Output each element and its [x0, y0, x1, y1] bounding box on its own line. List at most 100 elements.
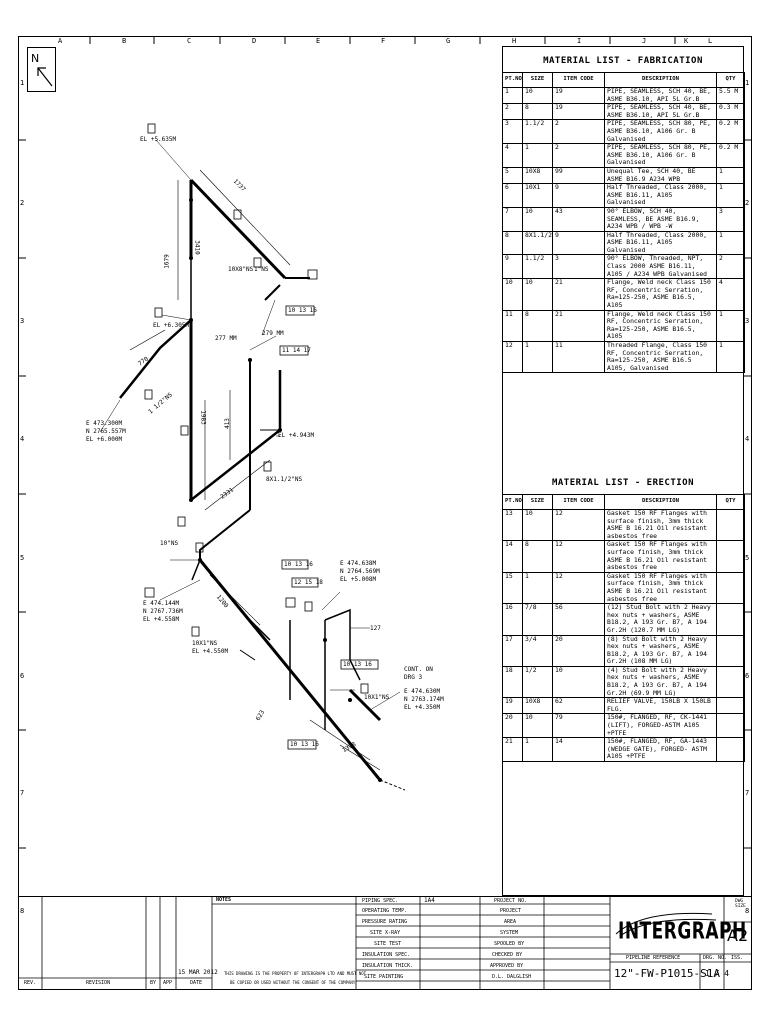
coordinate-e: E 473.300M	[86, 420, 123, 427]
zone-number: 7	[745, 789, 750, 797]
zone-letter: I	[577, 37, 582, 45]
elevation-label: EL +6.305M	[153, 322, 190, 329]
cell-description: Half Threaded, Class 2000, ASME B16.11, …	[604, 183, 717, 208]
zone-letter: C	[187, 37, 192, 45]
cell-qty: 0.2 M	[716, 143, 745, 168]
spec-label: SITE TEST	[374, 941, 402, 947]
coordinate-n: N 2765.557M	[86, 428, 126, 435]
cell-description: Gasket 150 RF Flanges with surface finis…	[604, 571, 717, 605]
cell-description: 90° ELBOW, Threaded, NPT, Class 2000 ASM…	[604, 254, 717, 280]
cell-qty: 1	[716, 309, 745, 343]
zone-number: 7	[20, 789, 25, 797]
elevation-label: EL +4.943M	[278, 432, 315, 439]
drawing-no-value: 1 / 4	[705, 969, 730, 978]
project-label: AREA	[504, 919, 517, 925]
cell-description: Half Threaded, Class 2000, ASME B16.11, …	[604, 230, 717, 256]
coordinate-n: N 2764.569M	[340, 568, 380, 575]
notes-label: NOTES	[216, 897, 232, 903]
cell-item-code: 12	[552, 540, 605, 573]
spec-label: INSULATION SPEC.	[362, 952, 411, 958]
cell-size: 10X8	[522, 166, 553, 185]
reference-box: 12 15 18	[294, 579, 323, 586]
dimension-label: 277 MM	[215, 335, 237, 342]
cell-description: Threaded Flange, Class 150 RF, Concentri…	[604, 340, 717, 374]
size-label: 10X1"NS	[364, 694, 390, 701]
coordinate-e: E 474.638M	[340, 560, 377, 567]
spec-label: INSULATION THICK.	[362, 963, 414, 969]
cell-qty	[716, 713, 745, 739]
cell-size: 1	[522, 340, 553, 374]
cell-description: (4) Stud Bolt with 2 Heavy hex nuts + wa…	[604, 665, 717, 699]
cell-item-code: 2	[552, 119, 605, 145]
zone-number: 6	[745, 672, 750, 680]
coordinate-el: EL +5.008M	[340, 576, 377, 583]
coordinate-el: EL +4.350M	[404, 704, 441, 711]
project-label: D.L. DALGLISH	[492, 974, 532, 980]
cell-description: (8) Stud Bolt with 2 Heavy hex nuts + wa…	[604, 634, 717, 667]
fabrication-title: MATERIAL LIST - FABRICATION	[543, 56, 703, 66]
property-note: THIS DRAWING IS THE PROPERTY OF INTERGRA…	[224, 971, 367, 976]
reference-box: 10 13 16	[343, 661, 372, 668]
reference-box: 10 13 16	[288, 307, 317, 314]
project-label: PROJECT	[500, 908, 522, 914]
reference-box: 10 13 16	[284, 561, 313, 568]
north-arrow-icon	[37, 67, 53, 87]
cell-qty: 3	[716, 206, 745, 232]
zone-number: 3	[745, 317, 750, 325]
cell-qty: 1	[716, 230, 745, 256]
cell-qty	[716, 571, 745, 605]
continuation-drawing: DRG 3	[404, 674, 423, 681]
dwg-size-value: A2	[727, 926, 749, 945]
coordinate-el: EL +6.000M	[86, 436, 123, 443]
cell-qty: 1	[716, 166, 745, 185]
continuation-label: CONT. ON	[404, 666, 433, 673]
zone-number: 4	[745, 435, 750, 443]
size-label: 10X8"NS	[228, 266, 254, 273]
rev-header-by: BY	[150, 980, 157, 986]
cell-description: Gasket 150 RF Flanges with surface finis…	[604, 508, 717, 542]
material-list-panel	[502, 46, 744, 896]
zone-number: 8	[745, 907, 750, 915]
drawing-no-label: DRG. NO.	[703, 955, 728, 961]
cell-description: Unequal Tee, SCH 40, BE ASME B16.9 A234 …	[604, 166, 717, 185]
zone-number: 6	[20, 672, 25, 680]
cell-qty	[716, 665, 745, 699]
zone-number: 1	[20, 79, 25, 87]
cell-size: 1/2	[522, 665, 553, 699]
cell-description: 150#, FLANGED, RF, GA-1443 (WEDGE GATE),…	[604, 737, 717, 762]
cell-description: PIPE, SEAMLESS, SCH 40, BE, ASME B36.10,…	[604, 103, 717, 121]
spec-label: PRESSURE RATING	[362, 919, 408, 925]
coordinate-e: E 474.630M	[404, 688, 441, 695]
rev-header-app: APP	[163, 980, 173, 986]
zone-letter: B	[122, 37, 127, 45]
cell-description: 90° ELBOW, SCH 40, SEAMLESS, BE ASME B16…	[604, 206, 717, 232]
coordinate-n: N 2767.736M	[143, 608, 183, 615]
project-label: SPOOLED BY	[494, 941, 525, 947]
coordinate-e: E 474.144M	[143, 600, 180, 607]
intergraph-logo-icon	[615, 912, 717, 937]
north-arrow-box: N	[27, 47, 56, 92]
zone-letter: F	[381, 37, 386, 45]
zone-number: 8	[20, 907, 25, 915]
dimension-label: 127	[370, 625, 381, 632]
cell-item-code: 3	[552, 254, 605, 280]
project-label: CHECKED BY	[492, 952, 523, 958]
company-logo: INTERGRAPH	[618, 918, 747, 945]
cell-description: PIPE, SEAMLESS, SCH 80, PE, ASME B36.10,…	[604, 119, 717, 145]
rev-header-rev: REV.	[24, 980, 37, 986]
cell-qty	[716, 540, 745, 573]
piping-spec-value: 1A4	[424, 897, 435, 904]
dimension-label: 279 MM	[262, 330, 284, 337]
cell-item-code: 99	[552, 166, 605, 185]
